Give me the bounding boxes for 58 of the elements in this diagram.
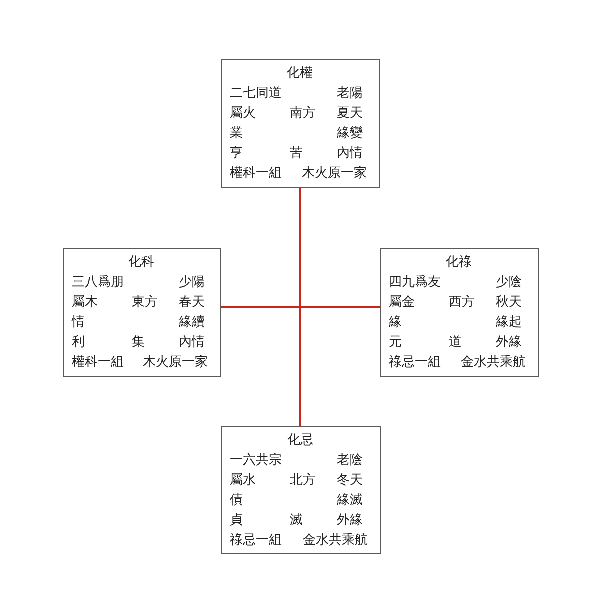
term-label: 屬水 bbox=[230, 472, 257, 490]
term-label: 內情 bbox=[337, 145, 364, 163]
term-label: 東方 bbox=[132, 294, 159, 312]
term-label: 緣 bbox=[389, 314, 403, 332]
term-label: 夏天 bbox=[337, 105, 364, 123]
term-label: 屬木 bbox=[72, 294, 99, 312]
term-label: 滅 bbox=[290, 512, 304, 530]
term-label: 外緣 bbox=[337, 512, 364, 530]
connector-line bbox=[300, 188, 302, 426]
term-label: 業 bbox=[230, 125, 244, 143]
connector-line bbox=[221, 306, 380, 308]
term-label: 情 bbox=[72, 314, 86, 332]
term-label: 緣續 bbox=[179, 314, 206, 332]
term-label: 少陽 bbox=[179, 274, 206, 292]
term-label: 緣滅 bbox=[337, 492, 364, 510]
box-heading: 化科 bbox=[128, 254, 154, 272]
text-box bbox=[221, 59, 380, 188]
term-label: 少陰 bbox=[496, 274, 523, 292]
term-label: 木火原一家 bbox=[302, 165, 367, 183]
term-label: 祿忌一組 bbox=[230, 532, 282, 550]
term-label: 冬天 bbox=[337, 472, 364, 490]
term-label: 三八爲朋 bbox=[72, 274, 125, 292]
box-heading: 化祿 bbox=[446, 254, 472, 272]
term-label: 屬火 bbox=[230, 105, 257, 123]
term-label: 亨 bbox=[230, 145, 244, 163]
term-label: 苦 bbox=[290, 145, 304, 163]
term-label: 緣變 bbox=[337, 125, 364, 143]
text-box bbox=[380, 248, 539, 377]
term-label: 木火原一家 bbox=[143, 354, 208, 372]
term-label: 貞 bbox=[230, 512, 244, 530]
term-label: 老陰 bbox=[337, 452, 364, 470]
term-label: 利 bbox=[72, 334, 86, 352]
term-label: 二七同道 bbox=[230, 85, 283, 103]
term-label: 債 bbox=[230, 492, 244, 510]
term-label: 秋天 bbox=[496, 294, 523, 312]
term-label: 老陽 bbox=[337, 85, 364, 103]
term-label: 屬金 bbox=[389, 294, 416, 312]
term-label: 南方 bbox=[290, 105, 317, 123]
term-label: 緣起 bbox=[496, 314, 523, 332]
term-label: 西方 bbox=[449, 294, 476, 312]
box-heading: 化權 bbox=[287, 65, 313, 83]
term-label: 春天 bbox=[179, 294, 206, 312]
term-label: 北方 bbox=[290, 472, 317, 490]
term-label: 四九爲友 bbox=[389, 274, 442, 292]
term-label: 金水共乘航 bbox=[461, 354, 526, 372]
term-label: 元 bbox=[389, 334, 403, 352]
box-heading: 化忌 bbox=[288, 432, 314, 450]
term-label: 權科一組 bbox=[230, 165, 282, 183]
term-label: 一六共宗 bbox=[230, 452, 283, 470]
term-label: 祿忌一組 bbox=[389, 354, 441, 372]
term-label: 外緣 bbox=[496, 334, 523, 352]
term-label: 金水共乘航 bbox=[303, 532, 368, 550]
term-label: 內情 bbox=[179, 334, 206, 352]
term-label: 集 bbox=[132, 334, 146, 352]
term-label: 權科一組 bbox=[72, 354, 124, 372]
term-label: 道 bbox=[449, 334, 463, 352]
text-box bbox=[221, 426, 381, 554]
text-box bbox=[63, 248, 221, 377]
